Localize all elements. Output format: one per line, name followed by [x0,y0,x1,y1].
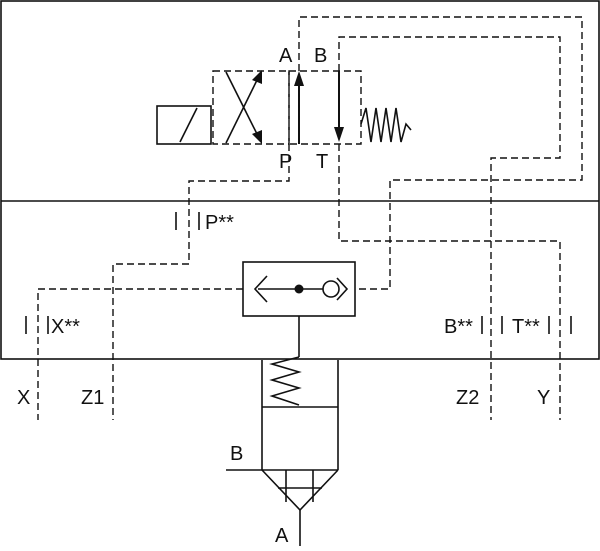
cartridge-port-b-label: B [230,443,243,465]
port-b-star-label: B** [444,316,473,338]
solenoid-icon [156,105,212,145]
crossed-flow-arrows-icon [225,70,262,144]
port-z1-label: Z1 [81,387,104,409]
pilot-line-b [338,36,561,420]
directional-valve [156,70,412,145]
valve-port-t-label: T [316,151,328,173]
cartridge-poppet-icon [261,469,339,512]
labels: A B P T P** X** B** T** X Z1 Z2 Y B A [17,45,550,547]
check-seat-left-icon [253,275,268,303]
valve-port-b-label: B [314,45,327,67]
port-x-star-label: X** [51,316,80,338]
parallel-flow-arrows-icon [294,71,344,144]
pilot-line-p [112,144,290,420]
port-p-star-label: P** [205,212,234,234]
valve-port-p-label: P [279,151,292,173]
port-x-label: X [17,387,30,409]
pilot-lines [37,16,583,420]
pilot-line-a [298,16,583,290]
port-t-star-label: T** [512,316,540,338]
valve-envelope-right [288,70,362,145]
housing-outline [0,0,600,360]
cartridge-seat-icon [278,470,322,502]
valve-envelope-left [212,70,290,145]
pilot-line-x [37,288,243,420]
housing [0,0,600,360]
cartridge-spring-icon [269,356,302,406]
cartridge-valve [226,316,339,546]
valve-port-a-label: A [279,45,293,67]
check-seat-right-icon [336,277,349,301]
port-plug-marks [25,212,572,334]
check-ball-icon [322,280,340,298]
cartridge-port-a-label: A [275,525,289,547]
port-y-label: Y [537,387,550,409]
shuttle-valve [242,261,356,317]
junction-dot [294,284,304,294]
return-spring-icon [360,107,412,143]
port-z2-label: Z2 [456,387,479,409]
pilot-line-t [338,144,561,420]
